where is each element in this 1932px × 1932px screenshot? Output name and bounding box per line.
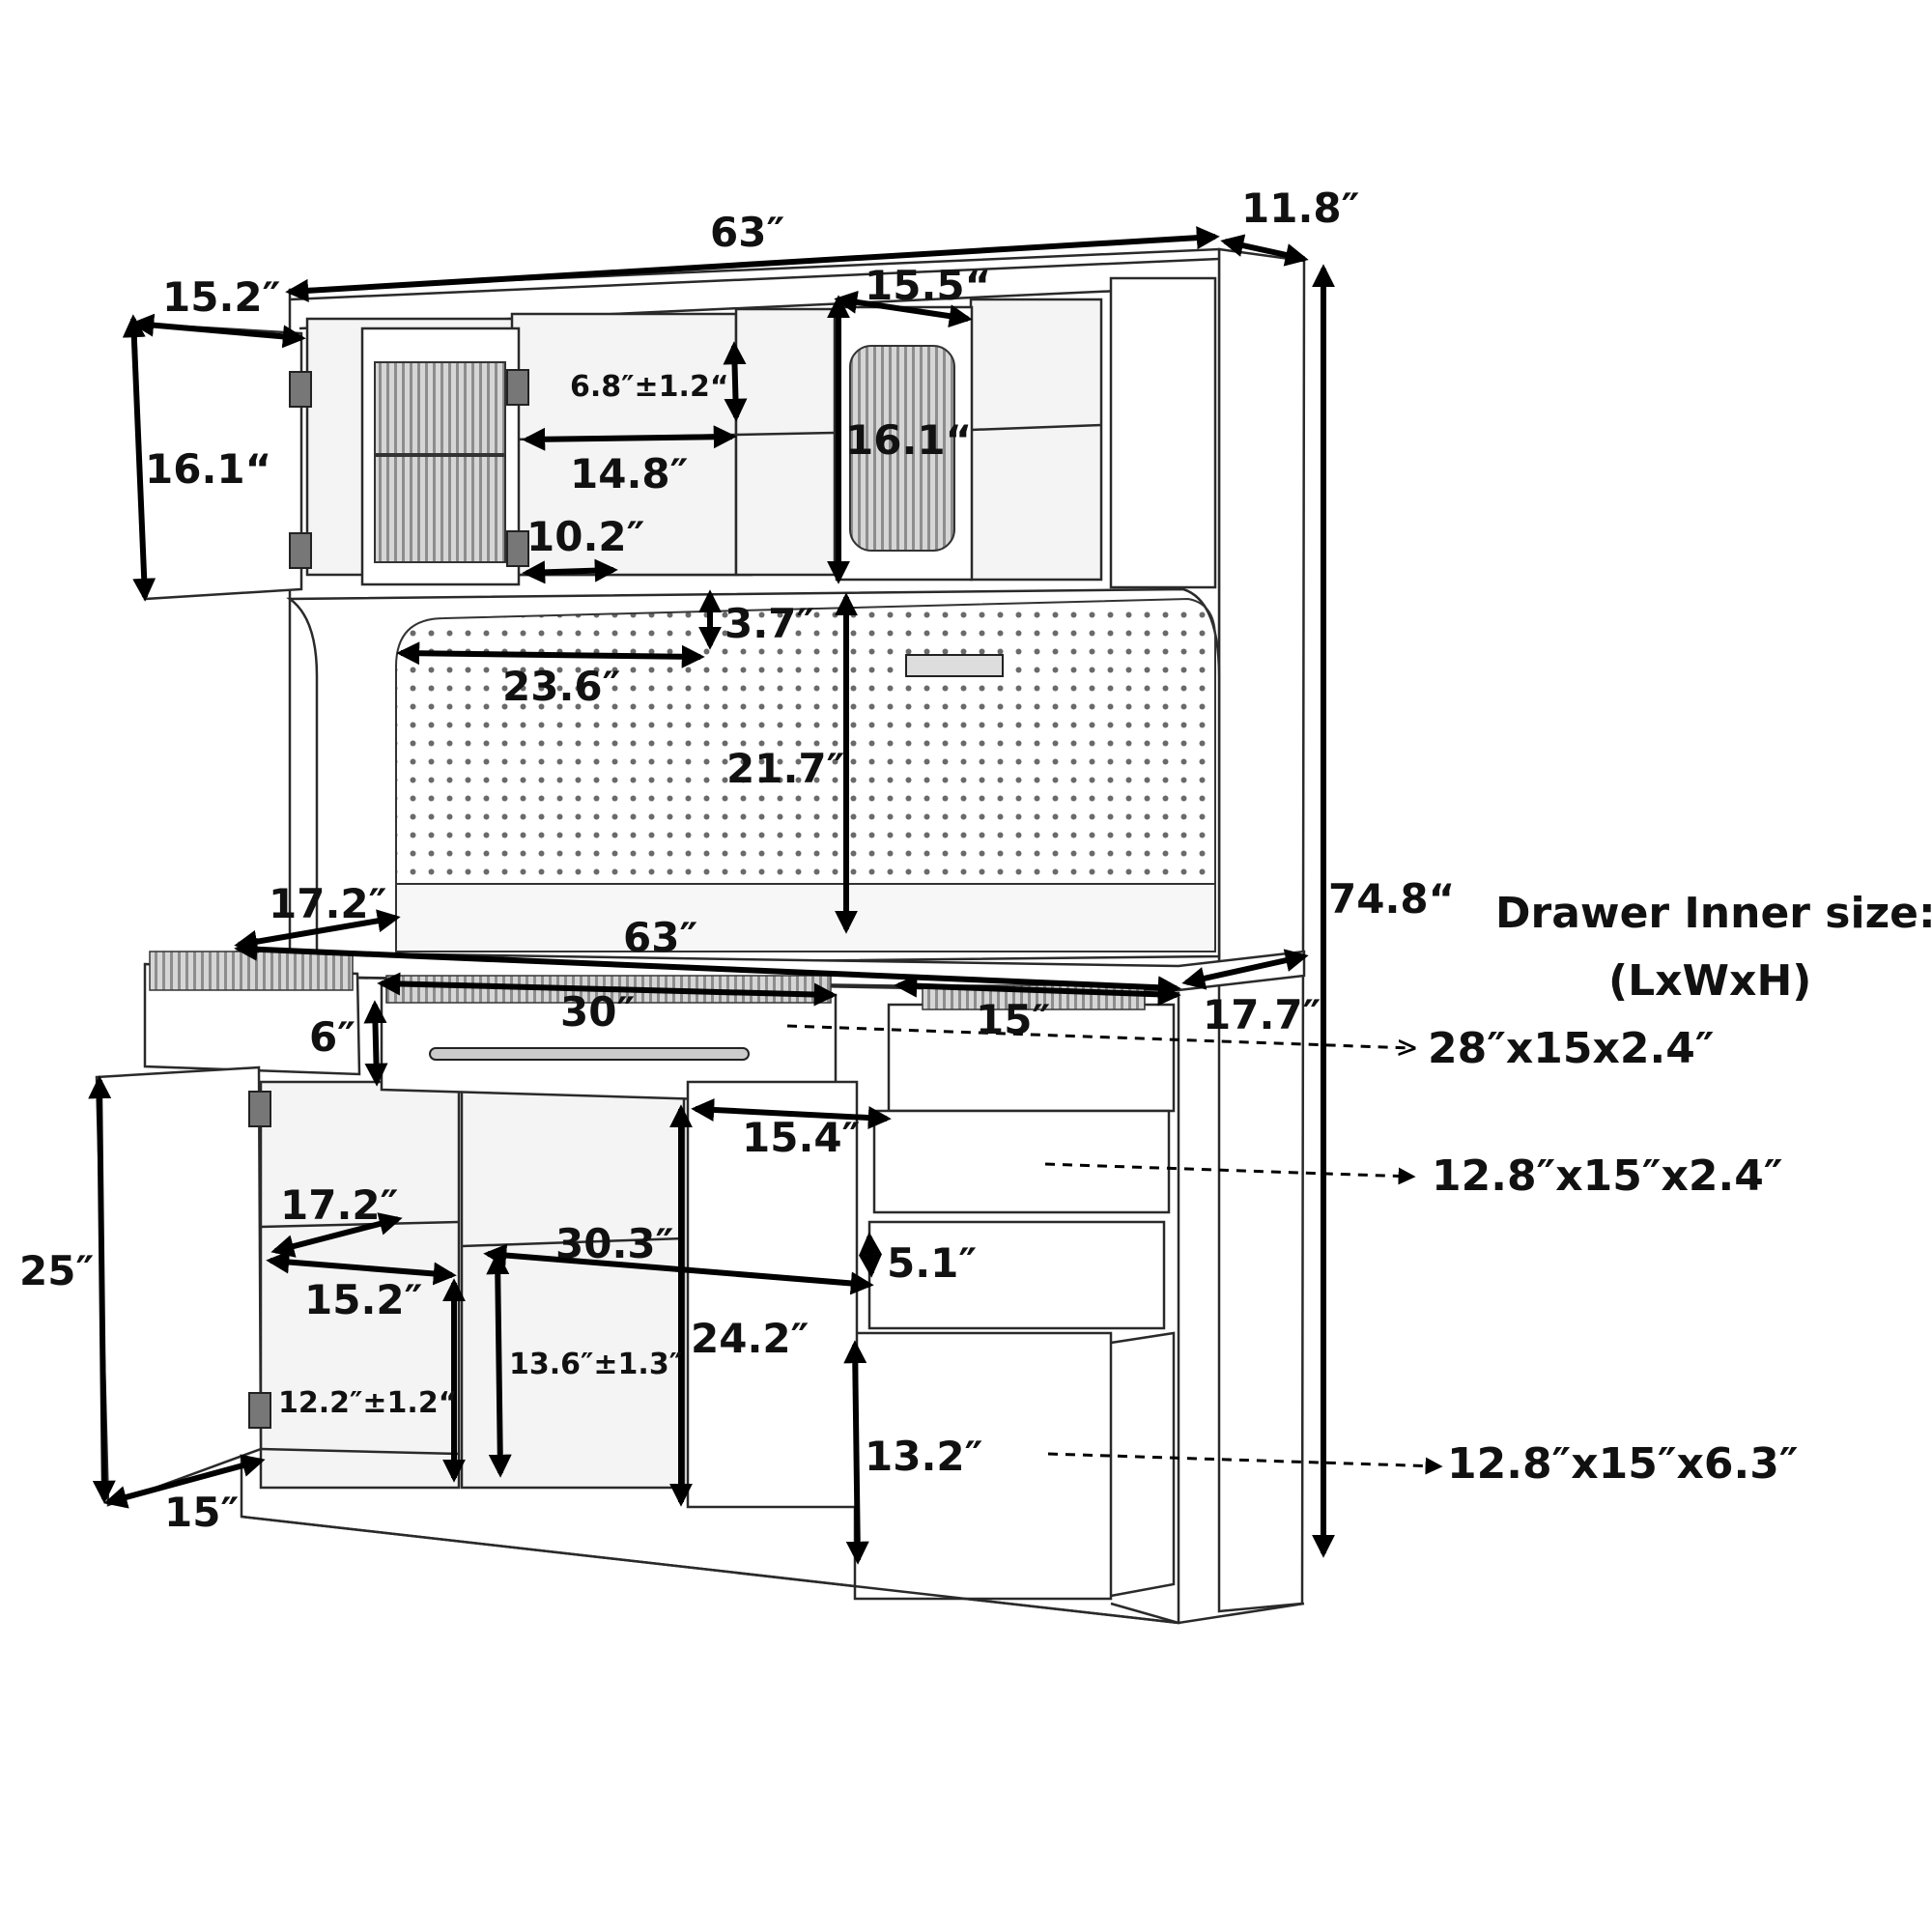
lower-left-door-open (95, 1065, 263, 1507)
hinge-icon (289, 371, 312, 408)
label-lower-door-height: 25″ (19, 1247, 94, 1294)
drawer-inner-subtitle: (LxWxH) (1608, 956, 1811, 1006)
drawer-inner-size-top: 28″x15x2.4″ (1428, 1024, 1714, 1073)
left-glass-pane-bottom (374, 455, 506, 563)
right-side-panel (1217, 247, 1306, 1613)
hinge-icon (506, 369, 529, 406)
upper-shelf-box-2 (734, 307, 837, 577)
hinge-icon (506, 530, 529, 567)
label-cabinet-shelf-depth: 17.2″ (280, 1181, 398, 1229)
dimension-labels: 63″ 11.8″ 74.8“ 15.2″ 16.1“ 6.8″±1.2“ 14… (19, 185, 1455, 1536)
left-drawer-liner (149, 951, 354, 991)
label-base-side-depth: 17.2″ (269, 880, 386, 927)
power-strip-icon (905, 654, 1004, 677)
label-pegboard-width: 23.6″ (502, 663, 620, 710)
label-middle-drawer-width: 30″ (560, 988, 635, 1036)
dimension-arrows (88, 226, 1443, 1565)
drawer-inner-size-middle: 12.8″x15″x2.4″ (1432, 1151, 1782, 1201)
drawer-inner-size-panel: Drawer Inner size: (LxWxH) 28″x15x2.4″ 1… (1428, 889, 1932, 1489)
label-drawer-left-height: 6″ (309, 1013, 355, 1061)
label-right-upper-height: 16.1“ (845, 416, 972, 464)
label-right-upper-width: 15.5“ (865, 262, 991, 309)
pegboard-bottom-rail (395, 883, 1216, 952)
label-lower-door-width: 15″ (164, 1489, 239, 1536)
label-pegboard-height: 21.7″ (726, 745, 844, 792)
label-inner-shelf-width: 14.8″ (570, 450, 688, 497)
label-overall-width-top: 63″ (710, 209, 784, 256)
upper-right-open-shelves (969, 298, 1103, 582)
drawer-inner-title: Drawer Inner size: (1495, 889, 1932, 938)
label-cabinet-lower-shelf: 12.2″±1.2“ (278, 1386, 457, 1420)
right-drawer-2 (872, 1109, 1171, 1214)
label-center-shelf-height: 13.6″±1.3″ (509, 1348, 682, 1381)
label-drawer-front-height: 5.1″ (887, 1239, 977, 1287)
label-base-depth: 17.7″ (1203, 991, 1321, 1038)
label-depth-top: 11.8″ (1241, 185, 1359, 232)
hinge-icon (248, 1392, 271, 1429)
label-cabinet-shelf-width: 15.2″ (304, 1276, 422, 1323)
right-bottom-drawer (853, 1331, 1113, 1601)
label-overall-height: 74.8“ (1328, 875, 1455, 923)
label-left-door-height: 16.1“ (145, 445, 271, 493)
label-left-door-width: 15.2″ (162, 273, 280, 321)
right-glass-pane (849, 345, 955, 552)
label-base-width: 63″ (623, 914, 697, 961)
upper-right-end-panel (1109, 276, 1217, 589)
label-arch-door-height: 24.2″ (691, 1315, 809, 1362)
label-bottom-drawer-height: 13.2″ (865, 1433, 982, 1480)
label-arch-door-width: 15.4″ (742, 1114, 860, 1161)
label-center-opening-width: 30.3″ (555, 1220, 673, 1267)
label-right-drawer-width: 15″ (976, 996, 1050, 1043)
pegboard (395, 597, 1216, 885)
drawer-handle (429, 1047, 750, 1061)
drawer-inner-size-bottom: 12.8″x15″x6.3″ (1447, 1439, 1798, 1489)
hinge-icon (289, 532, 312, 569)
label-shelf-height: 6.8″±1.2“ (570, 370, 729, 404)
label-pegboard-gap: 3.7″ (724, 600, 814, 647)
label-glass-door-inner: 10.2″ (526, 513, 644, 560)
left-glass-pane-top (374, 361, 506, 455)
right-top-drawer (887, 1003, 1176, 1113)
hinge-icon (248, 1091, 271, 1127)
